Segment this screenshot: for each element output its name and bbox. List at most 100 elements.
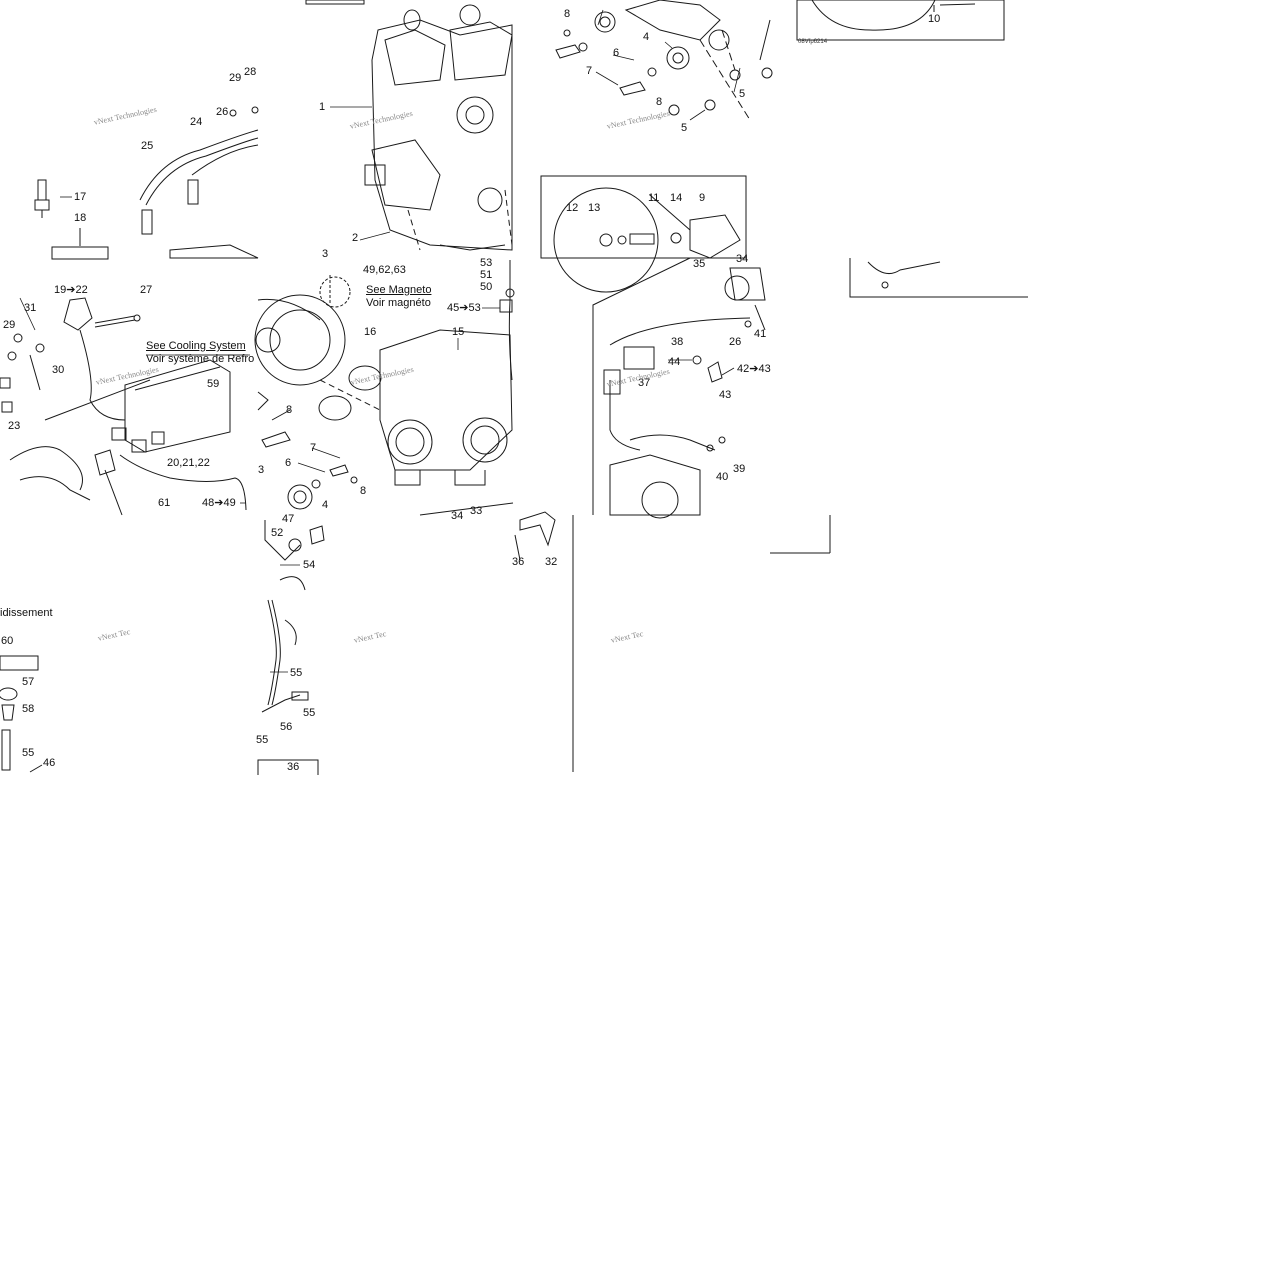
magneto-assembly [254,275,351,411]
part-label: 16 [364,326,377,338]
see-cooling-fr: Voir système de Refro [146,353,255,365]
part-label: 3 [258,464,265,476]
part-label: 47 [282,513,295,525]
part-label: 1 [319,101,326,113]
inset-engine-top [811,0,976,31]
part-label: 36 [287,761,300,773]
part-label: 46 [43,757,56,769]
part-label: 60 [1,635,14,647]
part-label: 8 [656,96,663,108]
part-label: 7 [310,442,317,454]
part-label: 8 [360,485,367,497]
part-label: 55 [256,734,269,746]
part-label: 58 [22,703,35,715]
part-label: 41 [754,328,767,340]
part-label: 27 [140,284,153,296]
part-label: 8 [286,404,293,416]
part-label: 15 [452,326,465,338]
part-label: 43 [719,389,732,401]
part-label: 17 [74,191,87,203]
throttle-bodies [318,329,513,486]
part-label: 57 [22,676,35,688]
engine-block [364,4,513,251]
leader-lines [19,9,741,673]
part-label: 28 [244,66,257,78]
part-label: 33 [470,505,483,517]
part-label: 4 [643,31,650,43]
harness-frame [592,257,691,515]
lever-32 [514,511,556,561]
part-label: 49,62,63 [363,264,406,276]
part-label: 44 [668,356,681,368]
part-label: 25 [141,140,154,152]
part-label: 51 [480,269,493,281]
part-label: 19➔22 [54,284,88,296]
part-label: 8 [564,8,571,20]
part-label: 10 [928,13,941,25]
part-box-36 [257,759,319,775]
part-label: 26 [216,106,229,118]
see-magneto-fr: Voir magnéto [366,297,431,309]
see-cooling-fr-tail: idissement [0,607,53,619]
top-tag [305,0,365,5]
part-label: 7 [586,65,593,77]
part-label: 6 [613,47,620,59]
part-label: 3 [322,248,329,260]
part-label: 59 [207,378,220,390]
part-label: 34 [451,510,464,522]
part-label: 18 [74,212,87,224]
part-label: 2 [352,232,359,244]
inset-engine-right [867,261,941,289]
part-label: 14 [670,192,683,204]
part-label: 39 [733,463,746,475]
part-label: 54 [303,559,316,571]
see-magneto-reference[interactable]: See Magneto Voir magnéto [366,284,431,310]
spark-plug-and-wires [34,106,259,260]
part-label: 23 [8,420,21,432]
part-label: 6 [285,457,292,469]
fuel-line [261,260,515,713]
see-cooling-en: See Cooling System [146,340,246,352]
part-label: 32 [545,556,558,568]
tile-edge [419,502,514,516]
part-label: 5 [739,88,746,100]
part-label: 29 [229,72,242,84]
part-label: 61 [158,497,171,509]
part-label: 42➔43 [737,363,771,375]
part-label: 40 [716,471,729,483]
part-label: 9 [699,192,706,204]
part-label: 29 [3,319,16,331]
part-label: 45➔53 [447,302,481,314]
detail-frame-top-right [796,0,1005,41]
part-label: 13 [588,202,601,214]
part-label: 34 [736,253,749,265]
lower-left-parts [0,655,43,773]
part-label: 37 [638,377,651,389]
see-cooling-reference[interactable]: See Cooling System Voir système de Refro [146,340,254,366]
engine-mounts [555,0,773,121]
part-label: 55 [303,707,316,719]
part-label: 38 [671,336,684,348]
part-label: 50 [480,281,493,293]
part-label: 31 [24,302,37,314]
part-label: 53 [480,257,493,269]
part-label: 4 [322,499,329,511]
detail-frame-right [849,258,1028,298]
detail-frame-mid [540,175,747,259]
part-label: 56 [280,721,293,733]
part-label: 20,21,22 [167,457,210,469]
inset-gear-detail [553,187,741,293]
part-label: 11 [648,192,660,204]
part-label: 26 [729,336,742,348]
part-label: 35 [693,258,706,270]
part-label: 52 [271,527,284,539]
drawing-code: 08Vfp6214 [798,39,828,45]
part-label: 5 [681,122,688,134]
sensor-harness [603,267,766,519]
see-magneto-en: See Magneto [366,284,432,296]
part-label: 30 [52,364,65,376]
part-label: 24 [190,116,203,128]
part-label: 48➔49 [202,497,236,509]
part-label: 55 [22,747,35,759]
